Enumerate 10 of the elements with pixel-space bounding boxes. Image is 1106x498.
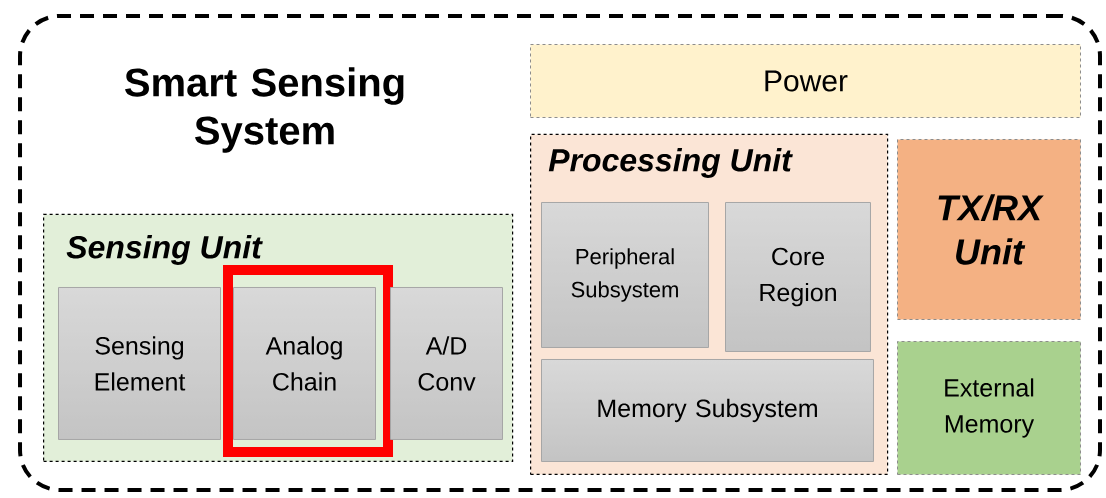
component-box: Sensing Element — [58, 287, 221, 440]
component-box: Analog Chain — [233, 287, 376, 440]
component-box: Peripheral Subsystem — [541, 202, 709, 348]
power-box: Power — [530, 44, 1081, 118]
component-box: A/D Conv — [390, 287, 503, 440]
highlight-frame — [223, 265, 393, 457]
module-box: External Memory — [897, 341, 1081, 475]
component-box: Memory Subsystem — [541, 359, 874, 462]
component-box: Core Region — [725, 202, 871, 352]
module-box: TX/RX Unit — [897, 139, 1081, 320]
